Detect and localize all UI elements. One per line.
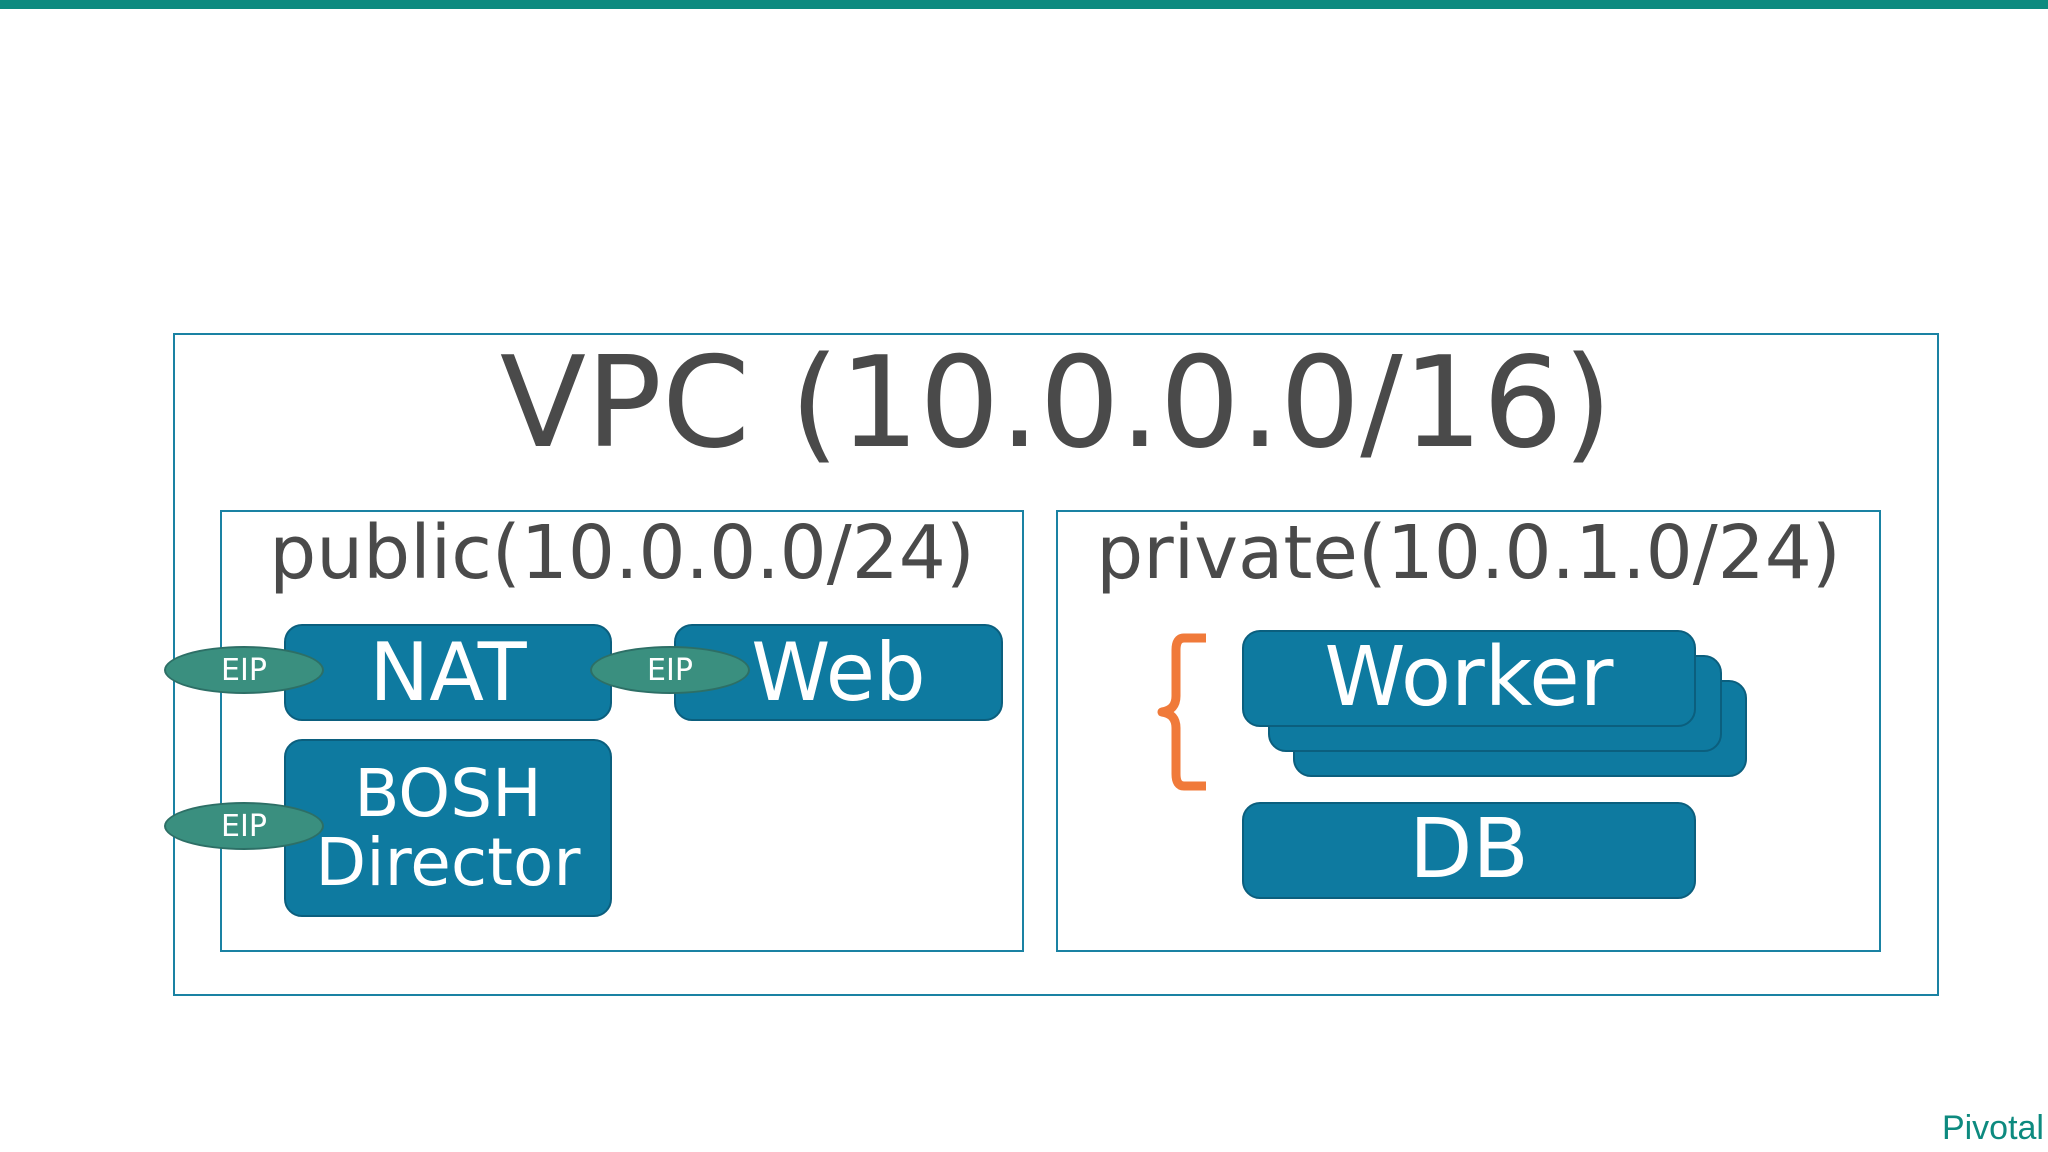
bosh-director-node: BOSH Director [284,739,612,917]
private-subnet-title: private(10.0.1.0/24) [1096,510,1841,596]
eip-bosh-badge: EIP [164,802,324,850]
db-node: DB [1242,802,1696,899]
nat-node: NAT [284,624,612,721]
top-accent-bar [0,0,2048,9]
director-label: Director [315,824,581,901]
eip-web-badge: EIP [590,646,750,694]
public-subnet-title: public(10.0.0.0/24) [269,510,975,596]
bosh-label: BOSH [354,754,542,832]
eip-nat-badge: EIP [164,646,324,694]
public-subnet [220,510,1024,952]
scaling-brace-icon [1157,633,1206,791]
vpc-title: VPC (10.0.0.0/16) [499,329,1613,476]
worker-node: Worker [1242,630,1696,727]
pivotal-logo: Pivotal [1941,1109,2044,1147]
private-subnet [1056,510,1881,952]
